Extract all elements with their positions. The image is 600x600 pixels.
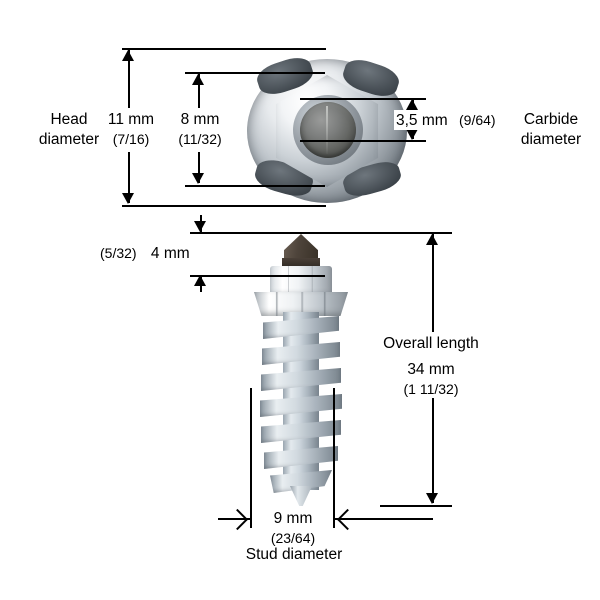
arrowhead-right xyxy=(226,508,249,531)
carbide-tip-base xyxy=(282,258,320,268)
dimension-label-4mm: (5/32) 4 mm xyxy=(100,244,190,264)
dimension-value-11mm-imperial: (7/16) xyxy=(112,131,150,148)
dimension-label-8mm: 8 mm (11/32) xyxy=(163,110,237,149)
dimension-label-stud: 9 mm (23/64) xyxy=(254,509,332,548)
arrowhead-left xyxy=(336,508,359,531)
dimension-value-4mm-imperial: (5/32) xyxy=(100,245,137,261)
arrowhead-up xyxy=(426,234,438,245)
dimension-value-11mm-metric: 11 mm xyxy=(107,111,155,128)
arrowhead-down xyxy=(406,129,418,140)
label-carbide-diameter-line1: Carbide xyxy=(523,111,579,128)
arrowhead-up xyxy=(122,50,134,61)
arrowhead-down xyxy=(122,193,134,204)
extension-line-stud-left xyxy=(250,388,252,528)
dimension-value-overall-metric: 34 mm xyxy=(407,361,455,378)
dimension-label-overall: 34 mm (1 11/32) xyxy=(368,360,494,399)
label-stud-diameter-text: Stud diameter xyxy=(245,546,343,563)
hex-head xyxy=(270,266,332,296)
label-overall-length-text: Overall length xyxy=(383,335,479,352)
dimension-label-11mm: 11 mm (7/16) xyxy=(95,110,167,149)
label-carbide-diameter-line2: diameter xyxy=(520,131,582,149)
label-head-diameter-line2: diameter xyxy=(38,131,100,149)
label-head-diameter: Head diameter xyxy=(30,110,108,151)
dimension-value-carbide-metric: 3,5 mm xyxy=(396,112,448,129)
label-stud-diameter: Stud diameter xyxy=(228,545,360,565)
extension-line-tip-top xyxy=(190,232,430,234)
label-carbide-diameter: Carbide diameter xyxy=(505,110,597,151)
arrowhead-down xyxy=(426,493,438,504)
carbide-pin xyxy=(300,102,356,158)
extension-line-overall-bottom xyxy=(380,505,452,507)
dimension-label-carbide: 3,5 mm (9/64) xyxy=(396,111,496,131)
dimension-value-8mm-metric: 8 mm xyxy=(180,111,220,128)
label-mask xyxy=(256,507,330,549)
extension-line-head-top xyxy=(122,48,326,50)
dimension-value-4mm-metric: 4 mm xyxy=(150,245,190,262)
arrowhead-up xyxy=(406,99,418,110)
label-overall-length: Overall length xyxy=(368,334,494,354)
stud-side-view xyxy=(246,234,356,510)
dimension-line-stud-right xyxy=(333,518,433,520)
dimension-value-overall-imperial: (1 11/32) xyxy=(403,381,459,398)
label-mask xyxy=(100,108,162,152)
dimension-value-carbide-imperial: (9/64) xyxy=(459,112,496,128)
label-mask xyxy=(168,108,232,152)
label-mask xyxy=(370,332,492,398)
shank-point xyxy=(290,486,312,506)
extension-line-hex-bottom xyxy=(185,185,325,187)
extension-line-tip-bottom xyxy=(190,275,325,277)
extension-line-stud-right xyxy=(333,388,335,528)
dimension-value-8mm-imperial: (11/32) xyxy=(178,131,222,148)
extension-line-hex-top xyxy=(185,72,325,74)
arrowhead-up xyxy=(192,74,204,85)
label-mask xyxy=(394,110,496,130)
extension-line-head-bottom xyxy=(122,205,326,207)
stud-head-top-view xyxy=(243,53,411,207)
extension-line-carbide-bottom xyxy=(300,140,426,142)
extension-line-carbide-top xyxy=(300,98,426,100)
arrowhead-down xyxy=(192,173,204,184)
label-head-diameter-line1: Head xyxy=(50,111,88,128)
label-mask xyxy=(96,243,222,265)
dimension-value-stud-metric: 9 mm xyxy=(273,510,313,527)
dimension-value-stud-imperial: (23/64) xyxy=(270,530,316,547)
carbide-tip xyxy=(284,234,318,260)
extension-line-overall-top xyxy=(380,232,452,234)
arrowhead-up xyxy=(194,275,206,286)
arrowhead-down xyxy=(194,221,206,232)
dimension-line-stud-left xyxy=(218,518,250,520)
